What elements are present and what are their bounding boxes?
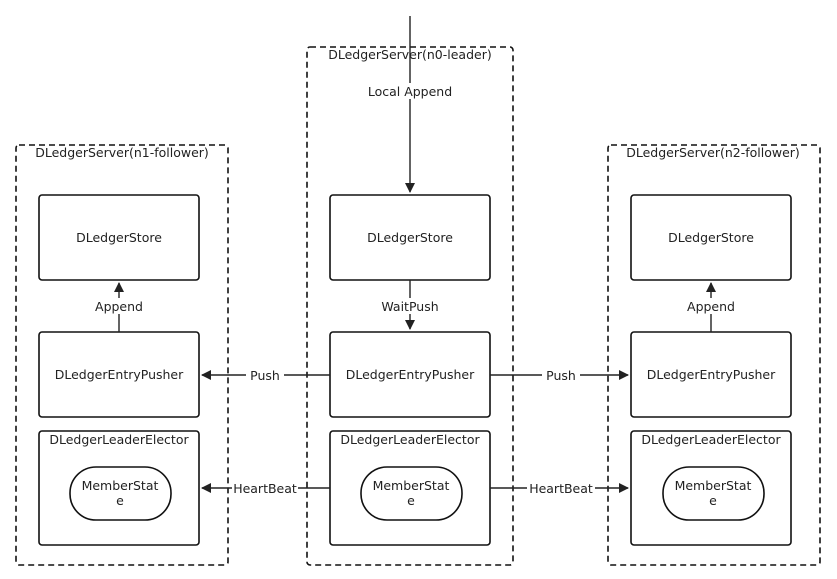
n1-member-state — [69, 466, 172, 521]
n2-member-state-line1: MemberStat — [675, 478, 752, 493]
push-right-label: Push — [546, 368, 576, 383]
n0-member-state-line2: e — [407, 493, 415, 508]
n0-store-label: DLedgerStore — [367, 230, 453, 245]
server-n1-boundary — [15, 144, 229, 566]
push-left-label: Push — [250, 368, 280, 383]
n1-store-box — [38, 194, 200, 281]
n0-member-state-line1: MemberStat — [373, 478, 450, 493]
push-left-label-bg — [246, 367, 284, 383]
n1-append-label: Append — [95, 299, 143, 314]
heartbeat-right-label: HeartBeat — [529, 481, 593, 496]
n2-pusher-label: DLedgerEntryPusher — [647, 367, 776, 382]
n1-member-state-line1: MemberStat — [82, 478, 159, 493]
inter-server-edges: Push Push HeartBeat HeartBeat — [201, 367, 629, 496]
server-n0-leader: DLedgerServer(n0-leader) Local Append DL… — [306, 16, 514, 566]
n2-append-label: Append — [687, 299, 735, 314]
waitpush-label-bg — [376, 298, 444, 314]
push-right-label-bg — [542, 367, 580, 383]
n1-store-label: DLedgerStore — [76, 230, 162, 245]
n2-append-label-bg — [684, 298, 738, 314]
server-n1-follower: DLedgerServer(n1-follower) DLedgerStore … — [15, 144, 229, 566]
server-n2-follower: DLedgerServer(n2-follower) DLedgerStore … — [607, 144, 821, 566]
n2-store-label: DLedgerStore — [668, 230, 754, 245]
n0-member-state — [360, 466, 463, 521]
n1-member-state-line2: e — [116, 493, 124, 508]
heartbeat-right-label-bg — [527, 480, 595, 496]
n0-elector-label: DLedgerLeaderElector — [340, 432, 480, 447]
n1-elector-label: DLedgerLeaderElector — [49, 432, 189, 447]
n2-member-state-line2: e — [709, 493, 717, 508]
server-n2-boundary — [607, 144, 821, 566]
n2-store-box — [630, 194, 792, 281]
local-append-label-bg — [364, 83, 456, 99]
heartbeat-left-label-bg — [232, 480, 298, 496]
n1-pusher-label: DLedgerEntryPusher — [55, 367, 184, 382]
local-append-label: Local Append — [368, 84, 452, 99]
n2-elector-label: DLedgerLeaderElector — [641, 432, 781, 447]
n0-pusher-label: DLedgerEntryPusher — [346, 367, 475, 382]
n1-append-label-bg — [92, 298, 146, 314]
server-n2-title: DLedgerServer(n2-follower) — [626, 145, 800, 160]
waitpush-label: WaitPush — [381, 299, 438, 314]
server-n1-title: DLedgerServer(n1-follower) — [35, 145, 209, 160]
heartbeat-left-label: HeartBeat — [233, 481, 297, 496]
n2-member-state — [662, 466, 765, 521]
